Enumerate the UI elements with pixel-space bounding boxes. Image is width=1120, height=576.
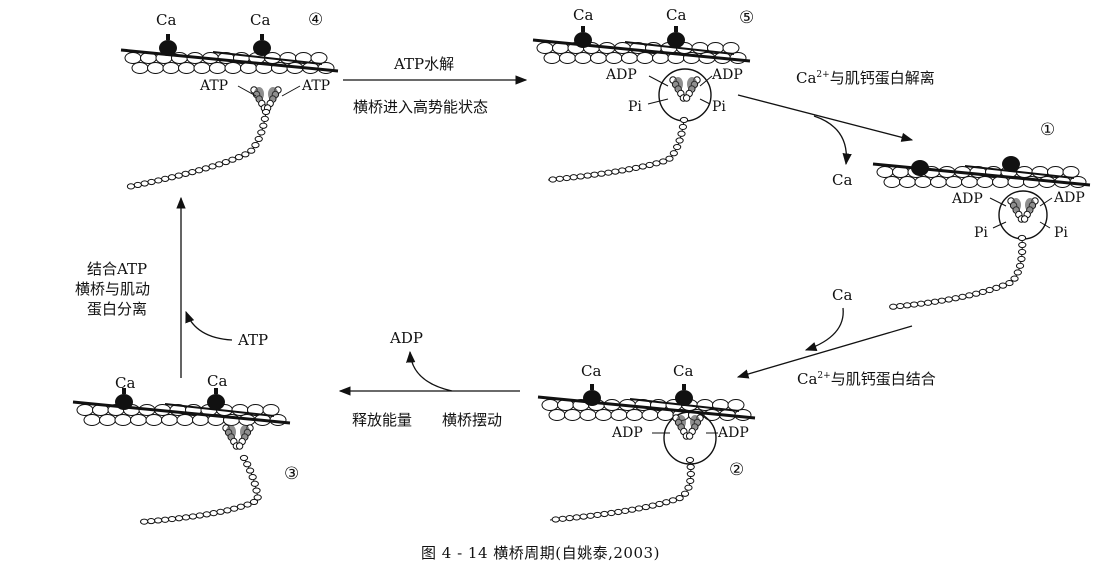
ca-binding-label: Ca2+与肌钙蛋白结合 <box>797 372 936 387</box>
troponin-blob <box>583 384 601 406</box>
stage-3-assembly <box>72 388 291 525</box>
adp-released-label: ADP <box>390 329 423 347</box>
thin-filament <box>120 48 339 74</box>
troponin-blob <box>115 388 133 410</box>
thin-filament <box>872 162 1091 188</box>
ca-released-label: Ca <box>832 171 853 189</box>
troponin-blob <box>207 388 225 410</box>
energy-release-label: 释放能量 <box>352 411 413 429</box>
myosin-tail <box>139 457 259 523</box>
troponin-blob <box>911 160 929 176</box>
pi-pointer-right <box>1039 221 1051 229</box>
myosin-heads <box>1007 197 1039 223</box>
crossbridge-swing-label: 横桥摆动 <box>442 411 503 429</box>
stage-1-pi-label: Pi <box>1054 225 1068 241</box>
stage-5-adp-label: ADP <box>606 67 637 83</box>
thin-filament <box>537 395 756 421</box>
ca-dissociation-ca: Ca <box>796 69 817 87</box>
stage-1-adp-label: ADP <box>1054 190 1085 206</box>
atp-binding-arrow <box>185 310 233 341</box>
thin-filament <box>72 400 291 426</box>
stage-1-adp-label: ADP <box>952 191 983 207</box>
stage-5-number: ⑤ <box>739 8 755 28</box>
ca-dissociation-label: Ca2+与肌钙蛋白解离 <box>796 71 935 86</box>
stage-2-ca-label: Ca <box>581 362 602 380</box>
ca-binding-arrow <box>804 307 844 351</box>
stage-1-assembly <box>872 156 1091 310</box>
stage-5-adp-label: ADP <box>712 67 743 83</box>
stage-1-pi-label: Pi <box>974 225 988 241</box>
ca-binding-text: 与肌钙蛋白结合 <box>830 370 936 388</box>
adp-pointer-right <box>699 75 713 87</box>
myosin-heads <box>222 424 254 450</box>
stage-3-number: ③ <box>284 464 300 484</box>
myosin-heads <box>672 414 704 440</box>
stage-4-ca-label: Ca <box>156 11 177 29</box>
atp-pointer-right <box>281 85 301 97</box>
adp-pointer-left <box>648 75 669 87</box>
stage-4-atp-label: ATP <box>302 78 331 94</box>
stage-3-ca-label: Ca <box>207 372 228 390</box>
atp-hydrolysis-label: ATP水解 <box>394 55 455 73</box>
troponin-blob <box>1002 156 1020 172</box>
stage-1-number: ① <box>1040 120 1056 140</box>
stage-2-adp-label: ADP <box>612 425 643 441</box>
myosin-tail <box>127 111 267 188</box>
stage-2-adp-label: ADP <box>718 425 749 441</box>
energized-circle <box>998 190 1048 240</box>
ca-binding-ca: Ca <box>797 370 818 388</box>
pi-pointer-left <box>647 98 669 105</box>
troponin-blob <box>159 34 177 56</box>
troponin-blob <box>253 34 271 56</box>
stage-5-pi-label: Pi <box>712 99 726 115</box>
figure-caption: 图 4 - 14 横桥周期(自姚泰,2003) <box>421 544 660 562</box>
stage-4-number: ④ <box>308 10 324 30</box>
stage-2-assembly <box>537 384 756 523</box>
ca-dissociation-charge: 2+ <box>816 70 830 80</box>
ca-dissociation-text: 与肌钙蛋白解离 <box>829 69 935 87</box>
myosin-heads <box>669 76 701 102</box>
stage-3-ca-label: Ca <box>115 374 136 392</box>
stage-4-assembly <box>120 34 339 190</box>
ca-release-arrow <box>813 115 852 166</box>
ca-input-label: Ca <box>832 286 853 304</box>
stage-5-ca-label: Ca <box>666 6 687 24</box>
high-energy-state-label: 横桥进入高势能状态 <box>353 98 489 116</box>
adp-pointer-left <box>989 197 1007 207</box>
myosin-heads <box>250 86 282 112</box>
crossbridge-detach-label: 横桥与肌动 <box>75 280 151 298</box>
stage-5-assembly <box>532 26 751 183</box>
pi-pointer-left <box>992 221 1007 229</box>
arrow-1-to-2 <box>736 325 913 379</box>
atp-input-label: ATP <box>238 331 269 349</box>
thin-filament <box>532 38 751 64</box>
stage-4-ca-label: Ca <box>250 11 271 29</box>
stage-4-atp-label: ATP <box>200 78 229 94</box>
troponin-blob <box>675 384 693 406</box>
adp-release-arrow <box>406 350 453 392</box>
stage-5-pi-label: Pi <box>628 99 642 115</box>
troponin-blob <box>574 26 592 48</box>
arrow-5-to-1 <box>737 94 914 142</box>
bind-atp-label: 结合ATP <box>87 260 148 278</box>
adp-pointer-right <box>1039 197 1053 207</box>
stage-2-number: ② <box>729 460 745 480</box>
stage-5-ca-label: Ca <box>573 6 594 24</box>
ca-binding-charge: 2+ <box>817 371 831 381</box>
pi-pointer-right <box>699 98 711 105</box>
atp-pointer-left <box>237 85 257 97</box>
troponin-blob <box>667 26 685 48</box>
stage-2-ca-label: Ca <box>673 362 694 380</box>
actin-separation-label: 蛋白分离 <box>87 300 148 318</box>
